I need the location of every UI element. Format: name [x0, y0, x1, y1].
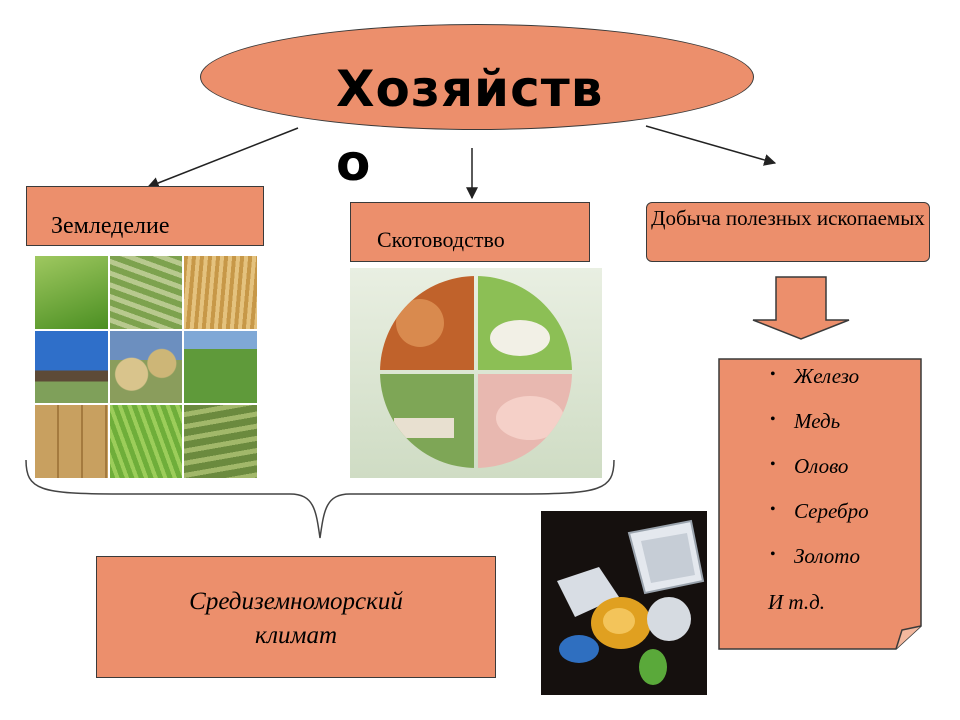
- mineral-label: Серебро: [794, 499, 869, 523]
- grouping-brace: [25, 459, 615, 539]
- mineral-label: Медь: [794, 409, 841, 433]
- arrow-to-agriculture: [146, 127, 299, 189]
- mining-label: Добыча полезных ископаемых: [651, 206, 925, 230]
- farm-animals-collage-icon: [350, 268, 602, 478]
- farm-field-collage-icon: [35, 256, 257, 478]
- agriculture-box: Земледелие: [26, 186, 264, 246]
- list-item: •Серебро: [770, 499, 869, 523]
- mineral-label: Золото: [794, 544, 860, 568]
- gemstones-icon: [541, 511, 707, 695]
- list-item: •Железо: [770, 364, 860, 388]
- arrow-to-mining: [645, 125, 777, 166]
- minerals-note: [718, 358, 922, 650]
- agriculture-label: Земледелие: [51, 213, 170, 239]
- diagram-title: Хозяйство: [336, 60, 604, 192]
- down-arrow-icon: [752, 276, 850, 340]
- mineral-label: Олово: [794, 454, 849, 478]
- minerals-list: •Железо •Медь •Олово •Серебро •Золото: [766, 362, 869, 587]
- central-ellipse: [200, 24, 754, 130]
- livestock-label: Скотоводство: [377, 227, 505, 252]
- list-item: •Золото: [770, 544, 860, 568]
- climate-box: Средиземноморский климат: [96, 556, 496, 678]
- list-item: •Медь: [770, 409, 841, 433]
- list-item: •Олово: [770, 454, 849, 478]
- mining-box: Добыча полезных ископаемых: [646, 202, 930, 262]
- livestock-box: Скотоводство: [350, 202, 590, 262]
- mineral-label: Железо: [794, 364, 860, 388]
- climate-label: Средиземноморский климат: [189, 588, 403, 649]
- minerals-more: И т.д.: [768, 590, 825, 614]
